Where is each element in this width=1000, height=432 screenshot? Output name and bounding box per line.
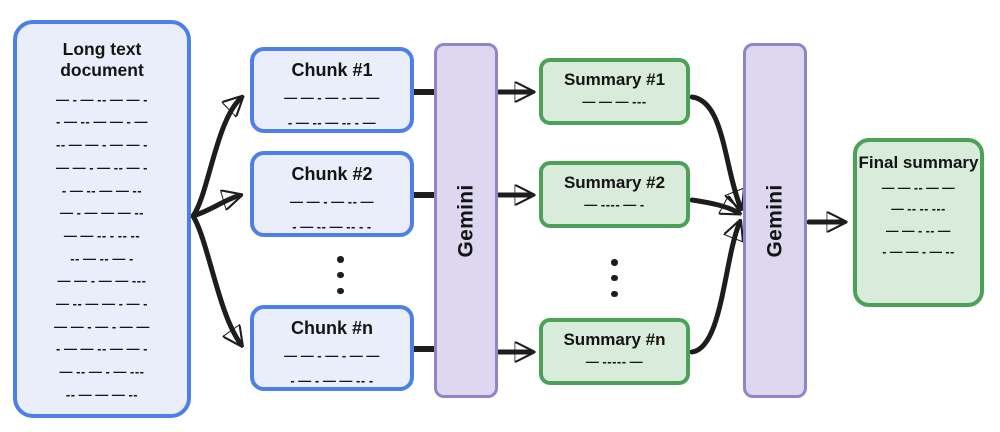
chunk-n-box: Chunk #n — — - — - — — - — - — — -- -	[250, 305, 414, 391]
dashed-text-line: — - — -- — — -	[56, 91, 148, 107]
dashed-text-line: - — -- — -- - —	[287, 114, 377, 130]
summary-1-title: Summary #1	[563, 70, 666, 89]
dashed-text-line: -- — — — --	[65, 386, 139, 402]
summary-2-title: Summary #2	[563, 173, 666, 192]
dashed-text-line: - — — - — --	[882, 245, 955, 260]
dashed-text-line: - — -- — — - —	[56, 114, 148, 130]
dashed-text-line: - — — -- — — -	[56, 341, 148, 357]
dashed-text-line: — — - — -- —	[289, 193, 375, 209]
dashed-text-line: — -- — — - — -	[56, 296, 148, 312]
dashed-text-line: — -- -- ---	[891, 202, 946, 217]
final-summary-box: Final summary — — -- — — — -- -- --- — —…	[853, 138, 984, 307]
chunk-1-title: Chunk #1	[291, 60, 373, 80]
dashed-text-line: - — - — — -- -	[290, 372, 374, 388]
dashed-text-line: — — - — - — —	[284, 347, 380, 363]
vertical-ellipsis-icon	[611, 259, 618, 297]
dashed-text-line: — — - — — ---	[57, 273, 147, 289]
arrow-summary2-to-gemini2	[689, 200, 737, 212]
vertical-ellipsis-icon	[337, 256, 344, 294]
dashed-text-line: — - — — — --	[59, 205, 145, 221]
chunk-n-title: Chunk #n	[290, 318, 373, 338]
arrow-summaryn-to-gemini2	[689, 224, 739, 355]
summary-2-box: Summary #2 — ---- — -	[539, 161, 690, 228]
dashed-text-line: - — -- — -- - -	[292, 218, 372, 234]
arrow-document-to-chunkn	[190, 213, 240, 343]
dashed-text-line: — — - — - — —	[284, 89, 380, 105]
dashed-text-line: — — -- - -- --	[63, 227, 141, 243]
dashed-text-line: — — - — -- — -	[56, 159, 148, 175]
summary-n-title: Summary #n	[563, 330, 666, 349]
gemini-label: Gemini	[454, 184, 478, 257]
dashed-text-line: — — - — - — —	[54, 318, 150, 334]
dashed-text-line: - — -- — — --	[61, 182, 143, 198]
gemini-label: Gemini	[763, 184, 787, 257]
arrow-document-to-chunk2	[190, 196, 238, 219]
dashed-text-line: — — - -- —	[886, 223, 951, 238]
gemini-model-bar-map: Gemini	[434, 43, 498, 398]
summary-n-box: Summary #n — ----- —	[539, 318, 690, 385]
dashed-text-line: — -- — - — ---	[59, 364, 145, 380]
dashed-text-line: — — -- — —	[881, 180, 956, 195]
document-title: Long text document	[60, 39, 144, 81]
dashed-text-line: — — — ---	[582, 93, 647, 109]
final-summary-title: Final summary	[858, 153, 979, 172]
dashed-text-line: -- — — - — — -	[56, 137, 148, 153]
chunk-1-box: Chunk #1 — — - — - — — - — -- — -- - —	[250, 47, 414, 133]
dashed-text-line: — ----- —	[585, 353, 644, 369]
chunk-2-title: Chunk #2	[291, 164, 373, 184]
long-text-document-box: Long text document — - — -- — — - - — --…	[13, 20, 191, 418]
dashed-text-line: -- — -- — -	[70, 250, 134, 266]
gemini-model-bar-reduce: Gemini	[743, 43, 807, 398]
chunk-2-box: Chunk #2 — — - — -- — - — -- — -- - -	[250, 151, 414, 237]
dashed-text-line: — ---- — -	[584, 196, 645, 212]
summary-1-box: Summary #1 — — — ---	[539, 58, 690, 125]
arrow-document-to-chunk1	[190, 99, 240, 219]
arrow-summary1-to-gemini2	[689, 94, 740, 206]
